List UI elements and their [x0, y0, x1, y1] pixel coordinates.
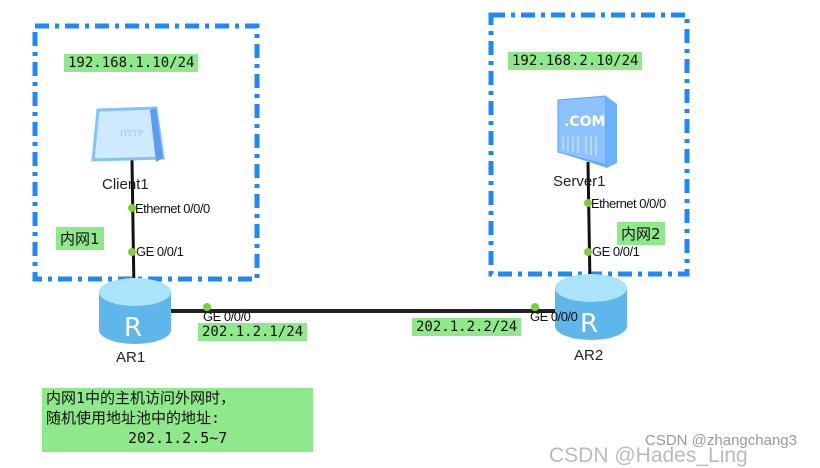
ar2-port-up-label: GE 0/0/1: [592, 244, 640, 259]
router-ar1-icon: R: [99, 278, 171, 344]
zone-name-1: 内网1: [56, 227, 104, 250]
ar1-port-label: GE 0/0/0: [203, 309, 251, 324]
port-dot[interactable]: [203, 303, 211, 311]
watermark-1: CSDN @zhangchang3: [645, 432, 797, 449]
ar2-port-label: GE 0/0/0: [530, 309, 578, 324]
port-dot[interactable]: [584, 199, 592, 207]
note-line-2: 随机使用地址池中的地址:: [46, 409, 221, 427]
port-dot[interactable]: [531, 303, 539, 311]
port-dot[interactable]: [128, 204, 136, 212]
ar1-label[interactable]: AR1: [116, 349, 146, 366]
note-line-1: 内网1中的主机访问外网时，: [46, 389, 236, 407]
svg-text:R: R: [580, 309, 598, 339]
client-ip-label: 192.168.1.10/24: [64, 54, 199, 72]
router-ar2-icon: R: [555, 274, 627, 340]
ar2-label[interactable]: AR2: [574, 347, 604, 364]
server-icon: .COM: [557, 95, 617, 168]
zone-border-1: [32, 23, 260, 282]
link-server-ar2: [586, 161, 592, 286]
svg-text:HTTP: HTTP: [120, 129, 144, 138]
client-icon: HTTP: [91, 106, 165, 162]
server1-label[interactable]: Server1: [553, 173, 606, 190]
server-port-label: Ethernet 0/0/0: [591, 196, 666, 211]
svg-text:.COM: .COM: [564, 114, 605, 130]
note-line-3: 202.1.2.5~7: [128, 429, 228, 447]
port-dot[interactable]: [584, 248, 592, 256]
port-dot[interactable]: [128, 248, 136, 256]
server-ip-label: 192.168.2.10/24: [508, 52, 643, 70]
client-port-label: Ethernet 0/0/0: [135, 201, 210, 216]
zone-name-2: 内网2: [617, 222, 665, 245]
watermark-2: CSDN @Hades_Ling: [549, 444, 748, 467]
nat-note: 内网1中的主机访问外网时， 随机使用地址池中的地址: 202.1.2.5~7: [42, 388, 313, 452]
ar1-port-down-label: GE 0/0/1: [136, 244, 184, 259]
link-client-ar1: [130, 159, 136, 293]
svg-text:R: R: [124, 313, 142, 343]
ar2-ip-label: 202.1.2.2/24: [412, 318, 522, 336]
ar1-ip-label: 202.1.2.1/24: [198, 323, 308, 341]
client1-label[interactable]: Client1: [102, 176, 149, 193]
